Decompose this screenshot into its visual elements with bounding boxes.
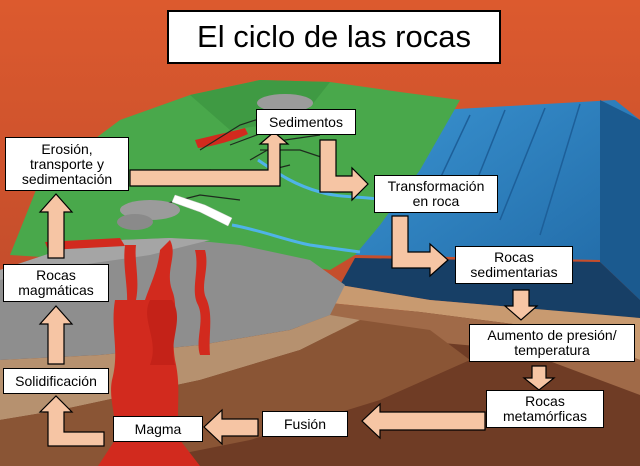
label-solidificacion: Solidificación [3,368,109,394]
label-rocas-magmaticas: Rocas magmáticas [3,264,109,302]
river-lower [231,223,361,254]
arrow-fusion-to-magma [203,408,259,446]
arrow-solidificacion-to-magmaticas [38,305,74,365]
cycle-arrows [38,131,556,447]
label-sedimentos: Sedimentos [256,109,356,135]
sediment-layer-tan [300,285,640,360]
arrow-aumento-to-metamorficas [522,365,556,391]
ash-cloud-top [257,94,313,112]
arrow-metamorficas-to-fusion [361,402,486,440]
arrow-sedimentarias-to-aumento [503,289,539,321]
label-magma: Magma [113,416,203,442]
page-title: El ciclo de las rocas [167,10,501,64]
label-rocas-sedimentarias: Rocas sedimentarias [455,246,573,284]
label-aumento-presion: Aumento de presión/ temperatura [469,324,635,362]
magma-pool [147,300,178,365]
glacier [171,194,233,227]
magma-dike-left [124,245,139,360]
arrow-magmaticas-to-erosion [38,193,74,259]
sea-shading-lines [429,103,581,236]
magma-chamber [98,240,200,466]
magma-dike-right [194,250,211,355]
lava-flow-left [45,238,125,250]
arrow-magma-to-solidificacion [38,395,105,447]
arrow-sedimentos-to-transformacion [319,139,369,202]
label-erosion: Erosión, transporte y sedimentación [5,137,129,191]
sea-block-side [600,100,640,300]
arrow-transformacion-to-sedimentarias [391,215,449,278]
arrow-erosion-to-sedimentos [129,131,290,187]
label-fusion: Fusión [262,411,348,437]
lava-flow-top [195,128,248,148]
label-transformacion: Transformación en roca [374,175,498,213]
label-rocas-metamorficas: Rocas metamórficas [486,390,604,428]
